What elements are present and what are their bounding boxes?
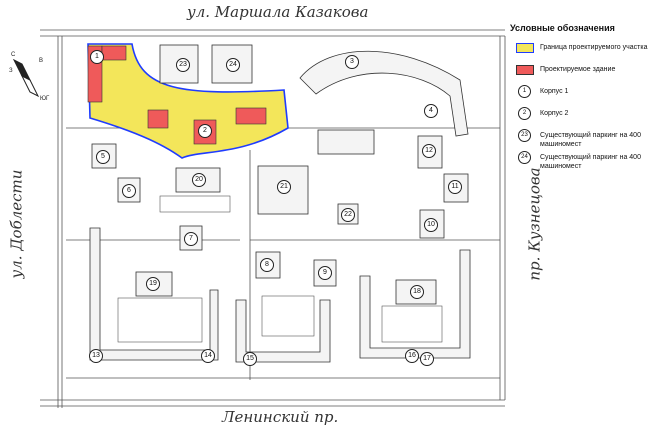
label-13: 13 (89, 349, 103, 363)
label-1: 1 (90, 50, 104, 64)
legend-title: Условные обозначения (510, 23, 615, 33)
label-11: 11 (448, 180, 462, 194)
legend-boundary-label: Граница проектируемого участка (540, 44, 648, 51)
road-label-north: ул. Маршала Казакова (187, 3, 369, 21)
label-12: 12 (422, 144, 436, 158)
label-24: 24 (226, 58, 240, 72)
road-label-east: пр. Кузнецова (525, 167, 544, 281)
road-lines (40, 29, 506, 408)
legend-item-24: 24 Существующий паркинг на 400 машиномес… (510, 151, 646, 175)
compass-east: В (39, 58, 44, 64)
label-10: 10 (424, 218, 438, 232)
label-15: 15 (243, 352, 257, 366)
legend-boundary: Граница проектируемого участка (510, 43, 648, 65)
label-17: 17 (420, 352, 434, 366)
label-18: 18 (410, 285, 424, 299)
label-16: 16 (405, 349, 419, 363)
legend-design-building: Проектируемое здание (510, 65, 646, 87)
label-9: 9 (318, 266, 332, 280)
legend-item-24-label: Существующий паркинг на 400 машиномест (540, 154, 641, 170)
label-4: 4 (424, 104, 438, 118)
boundary-swatch (516, 43, 534, 53)
compass-south: ЮГ (40, 96, 50, 102)
legend-item-1-label: Корпус 1 (540, 88, 569, 95)
road-label-south: Ленинский пр. (222, 408, 339, 426)
design-building-swatch (516, 65, 534, 75)
legend-num-1: 1 (518, 85, 531, 98)
legend-item-23: 23 Существующий паркинг на 400 машиномес… (510, 129, 646, 153)
label-2: 2 (198, 124, 212, 138)
label-6: 6 (122, 184, 136, 198)
label-22: 22 (341, 208, 355, 222)
legend-item-23-label: Существующий паркинг на 400 машиномест (540, 132, 641, 148)
road-label-west: ул. Доблести (7, 169, 26, 279)
label-23: 23 (176, 58, 190, 72)
legend-num-23: 23 (518, 129, 531, 142)
project-boundary (87, 43, 289, 159)
parking-rows (117, 195, 443, 343)
label-20: 20 (192, 173, 206, 187)
legend-num-2: 2 (518, 107, 531, 120)
label-7: 7 (184, 232, 198, 246)
compass-north: С (11, 52, 16, 58)
compass-west: З (9, 68, 13, 74)
legend-item-2: 2 Корпус 2 (510, 107, 646, 131)
legend-item-1: 1 Корпус 1 (510, 85, 646, 109)
compass-icon (12, 58, 40, 98)
legend-design-building-label: Проектируемое здание (540, 66, 616, 73)
legend-num-24: 24 (518, 151, 531, 164)
label-21: 21 (277, 180, 291, 194)
legend-item-2-label: Корпус 2 (540, 110, 569, 117)
label-8: 8 (260, 258, 274, 272)
label-3: 3 (345, 55, 359, 69)
legend: Условные обозначения Граница проектируем… (510, 23, 648, 175)
label-5: 5 (96, 150, 110, 164)
label-14: 14 (201, 349, 215, 363)
label-19: 19 (146, 277, 160, 291)
